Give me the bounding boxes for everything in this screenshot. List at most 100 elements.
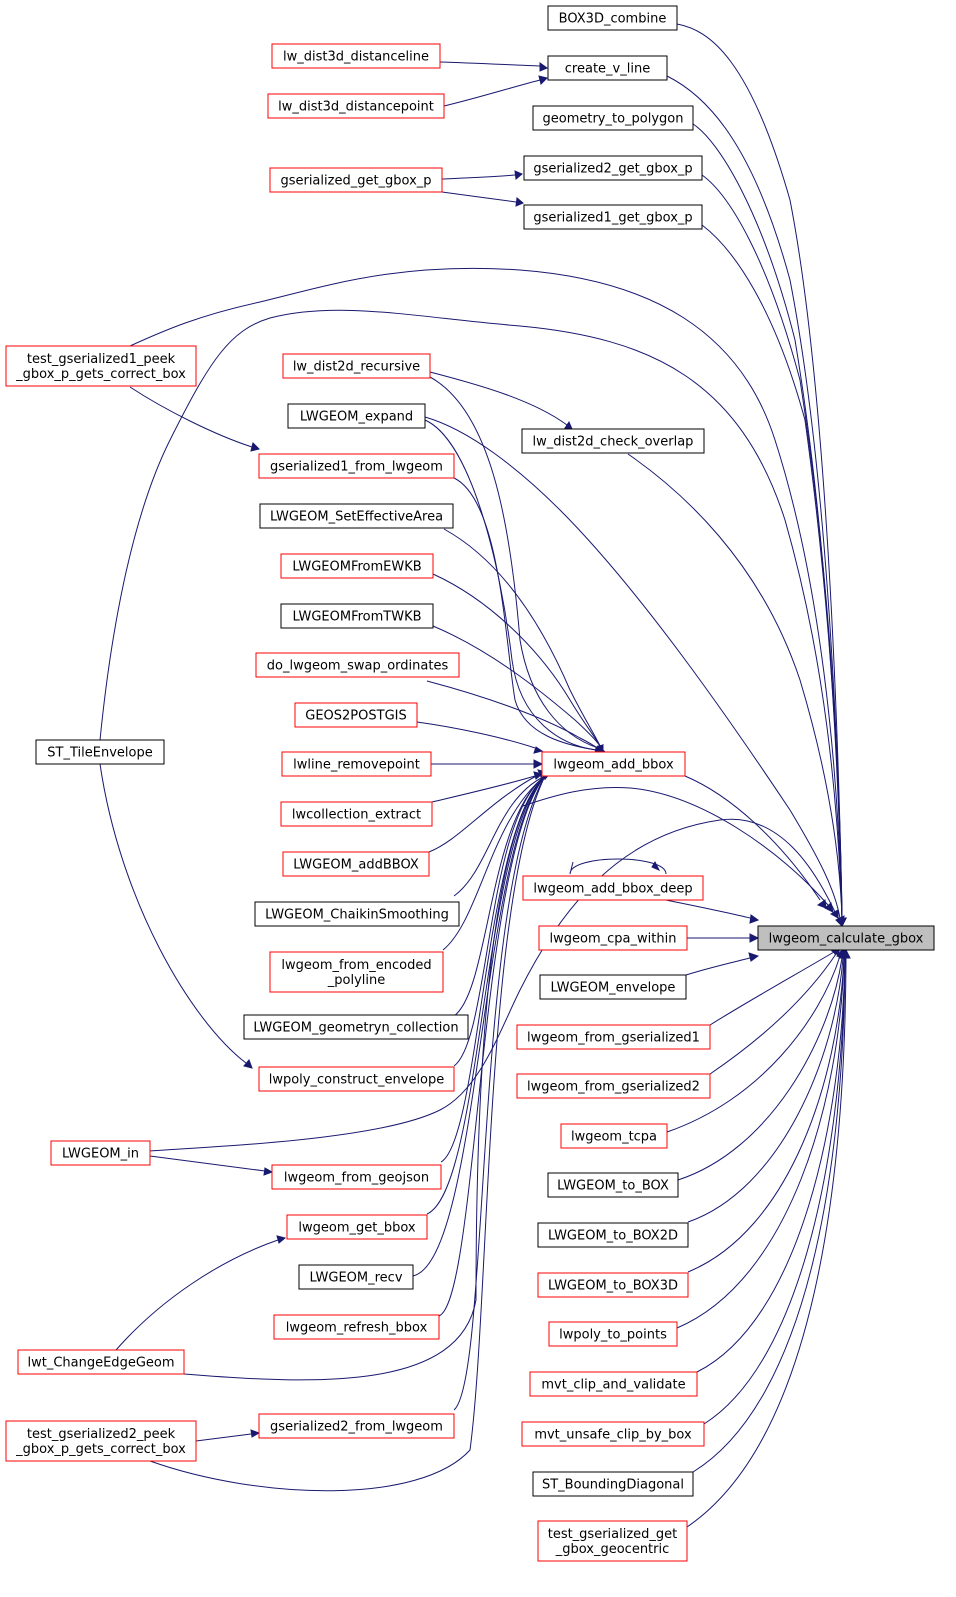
node-box bbox=[267, 93, 445, 119]
edge-line bbox=[115, 1239, 279, 1351]
edge-line bbox=[99, 763, 247, 1064]
node-test-gserialized-get-gbox-geocentric[interactable]: test_gserialized_get_gbox_geocentric bbox=[537, 1520, 688, 1562]
edge-line bbox=[432, 625, 601, 747]
node-lwt-changeedgegeom[interactable]: lwt_ChangeEdgeGeom bbox=[17, 1349, 185, 1375]
edge bbox=[129, 267, 847, 928]
node-lwgeom-addbbox[interactable]: LWGEOM_addBBOX bbox=[282, 851, 430, 877]
node-label: BOX3D_combine bbox=[559, 12, 667, 27]
node-geometry-to-polygon[interactable]: geometry_to_polygon bbox=[532, 105, 694, 131]
node-lwgeom-to-box3d[interactable]: LWGEOM_to_BOX3D bbox=[537, 1272, 689, 1298]
node-lwgeom-from-geojson[interactable]: lwgeom_from_geojson bbox=[271, 1164, 442, 1190]
node-box bbox=[255, 652, 460, 678]
node-lw-dist2d-check-overlap[interactable]: lw_dist2d_check_overlap bbox=[521, 428, 705, 454]
arrowhead-icon bbox=[824, 902, 834, 913]
edge bbox=[431, 771, 544, 803]
node-label: create_v_line bbox=[565, 62, 650, 77]
node-box bbox=[286, 1214, 428, 1240]
node-test-gs1-peek[interactable]: test_gserialized1_peek_gbox_p_gets_corre… bbox=[5, 345, 197, 387]
node-lwgeom-chaikinsmoothing[interactable]: LWGEOM_ChaikinSmoothing bbox=[254, 901, 460, 927]
node-lwgeom-add-bbox-deep[interactable]: lwgeom_add_bbox_deep bbox=[522, 875, 704, 901]
edge bbox=[99, 309, 847, 928]
node-box bbox=[537, 1222, 689, 1248]
node-lw-dist3d-distanceline[interactable]: lw_dist3d_distanceline bbox=[271, 43, 441, 69]
node-lwpoly-construct-envelope[interactable]: lwpoly_construct_envelope bbox=[258, 1066, 455, 1092]
node-lwgeomfromewkb[interactable]: LWGEOMFromEWKB bbox=[280, 553, 434, 579]
node-st-tileenvelope[interactable]: ST_TileEnvelope bbox=[35, 739, 165, 765]
node-box bbox=[523, 155, 703, 181]
node-lwgeom-geometryn-collection[interactable]: LWGEOM_geometryn_collection bbox=[243, 1014, 469, 1040]
node-label: LWGEOM_to_BOX bbox=[557, 1179, 669, 1194]
node-lw-dist3d-distancepoint[interactable]: lw_dist3d_distancepoint bbox=[267, 93, 445, 119]
node-lwgeom-to-box[interactable]: LWGEOM_to_BOX bbox=[547, 1172, 679, 1198]
node-box bbox=[538, 925, 688, 951]
node-box3d-combine[interactable]: BOX3D_combine bbox=[547, 5, 678, 31]
node-gserialized1-from-lwgeom[interactable]: gserialized1_from_lwgeom bbox=[258, 453, 455, 479]
edge-line bbox=[432, 573, 601, 747]
node-gserialized-get-gbox-p[interactable]: gserialized_get_gbox_p bbox=[269, 167, 443, 193]
edge bbox=[522, 786, 834, 913]
node-lwgeom-recv[interactable]: LWGEOM_recv bbox=[298, 1264, 414, 1290]
node-label: lwgeom_from_encoded bbox=[281, 958, 431, 973]
edge bbox=[429, 371, 573, 430]
node-gserialized2-from-lwgeom[interactable]: gserialized2_from_lwgeom bbox=[258, 1413, 455, 1439]
node-lwline-removepoint[interactable]: lwline_removepoint bbox=[281, 751, 432, 777]
node-lwgeom-expand[interactable]: LWGEOM_expand bbox=[287, 403, 426, 429]
node-gserialized1-get-gbox-p[interactable]: gserialized1_get_gbox_p bbox=[523, 204, 703, 230]
node-lw-dist2d-recursive[interactable]: lw_dist2d_recursive bbox=[282, 353, 431, 379]
arrowhead-icon bbox=[837, 917, 847, 928]
edge bbox=[453, 477, 605, 755]
node-lwgeom-from-gserialized1[interactable]: lwgeom_from_gserialized1 bbox=[516, 1024, 711, 1050]
node-lwpoly-to-points[interactable]: lwpoly_to_points bbox=[548, 1321, 678, 1347]
node-box bbox=[281, 751, 432, 777]
edge-line bbox=[522, 786, 829, 906]
node-label: do_lwgeom_swap_ordinates bbox=[267, 659, 449, 674]
edge-line bbox=[99, 309, 843, 919]
node-lwgeom-tcpa[interactable]: lwgeom_tcpa bbox=[560, 1123, 668, 1149]
node-lwgeom-seteffectivearea[interactable]: LWGEOM_SetEffectiveArea bbox=[259, 503, 454, 529]
node-do-lwgeom-swap-ordinates[interactable]: do_lwgeom_swap_ordinates bbox=[255, 652, 460, 678]
node-create-v-line[interactable]: create_v_line bbox=[547, 55, 668, 81]
node-test-gs2-peek[interactable]: test_gserialized2_peek_gbox_p_gets_corre… bbox=[5, 1420, 197, 1462]
node-box bbox=[521, 428, 705, 454]
node-label: lwline_removepoint bbox=[293, 758, 420, 773]
node-box bbox=[547, 5, 678, 31]
edge bbox=[443, 528, 604, 754]
node-lwgeom-cpa-within[interactable]: lwgeom_cpa_within bbox=[538, 925, 688, 951]
node-geos2postgis[interactable]: GEOS2POSTGIS bbox=[294, 702, 418, 728]
node-lwgeom-envelope[interactable]: LWGEOM_envelope bbox=[539, 974, 687, 1000]
node-box bbox=[516, 1073, 711, 1099]
node-lwgeom-calculate-gbox[interactable]: lwgeom_calculate_gbox bbox=[757, 925, 935, 951]
node-lwgeom-in[interactable]: LWGEOM_in bbox=[50, 1140, 151, 1166]
node-lwgeom-refresh-bbox[interactable]: lwgeom_refresh_bbox bbox=[273, 1314, 440, 1340]
node-gserialized2-get-gbox-p[interactable]: gserialized2_get_gbox_p bbox=[523, 155, 703, 181]
node-st-boundingdiagonal[interactable]: ST_BoundingDiagonal bbox=[532, 1471, 694, 1497]
node-label: lwt_ChangeEdgeGeom bbox=[27, 1356, 174, 1371]
node-mvt-clip-and-validate[interactable]: mvt_clip_and_validate bbox=[529, 1371, 698, 1397]
arrowhead-icon bbox=[842, 948, 851, 959]
edge bbox=[687, 933, 760, 943]
edge-line bbox=[453, 775, 546, 1067]
edge-line bbox=[709, 951, 835, 1026]
node-mvt-unsafe-clip-by-box[interactable]: mvt_unsafe_clip_by_box bbox=[521, 1421, 705, 1447]
edge-line bbox=[677, 957, 843, 1181]
node-box bbox=[243, 1014, 469, 1040]
node-lwgeom-from-encoded-polyline[interactable]: lwgeom_from_encoded_polyline bbox=[269, 951, 444, 993]
edge-line bbox=[149, 818, 836, 1152]
node-label: lwgeom_add_bbox bbox=[553, 758, 674, 773]
edge-line bbox=[149, 775, 546, 1492]
arrowhead-icon bbox=[250, 442, 260, 452]
node-lwcollection-extract[interactable]: lwcollection_extract bbox=[280, 801, 433, 827]
edge-line bbox=[195, 1433, 252, 1442]
node-label: geometry_to_polygon bbox=[542, 112, 683, 127]
node-lwgeom-to-box2d[interactable]: LWGEOM_to_BOX2D bbox=[537, 1222, 689, 1248]
node-box bbox=[5, 1420, 197, 1462]
node-box bbox=[17, 1349, 185, 1375]
node-label: LWGEOM_expand bbox=[300, 410, 413, 425]
arrowhead-icon bbox=[749, 933, 760, 943]
edge bbox=[692, 948, 850, 1473]
node-lwgeom-get-bbox[interactable]: lwgeom_get_bbox bbox=[286, 1214, 428, 1240]
node-box bbox=[298, 1264, 414, 1290]
node-lwgeom-from-gserialized2[interactable]: lwgeom_from_gserialized2 bbox=[516, 1073, 711, 1099]
node-lwgeomfromtwkb[interactable]: LWGEOMFromTWKB bbox=[280, 603, 434, 629]
node-lwgeom-add-bbox[interactable]: lwgeom_add_bbox bbox=[541, 751, 686, 777]
